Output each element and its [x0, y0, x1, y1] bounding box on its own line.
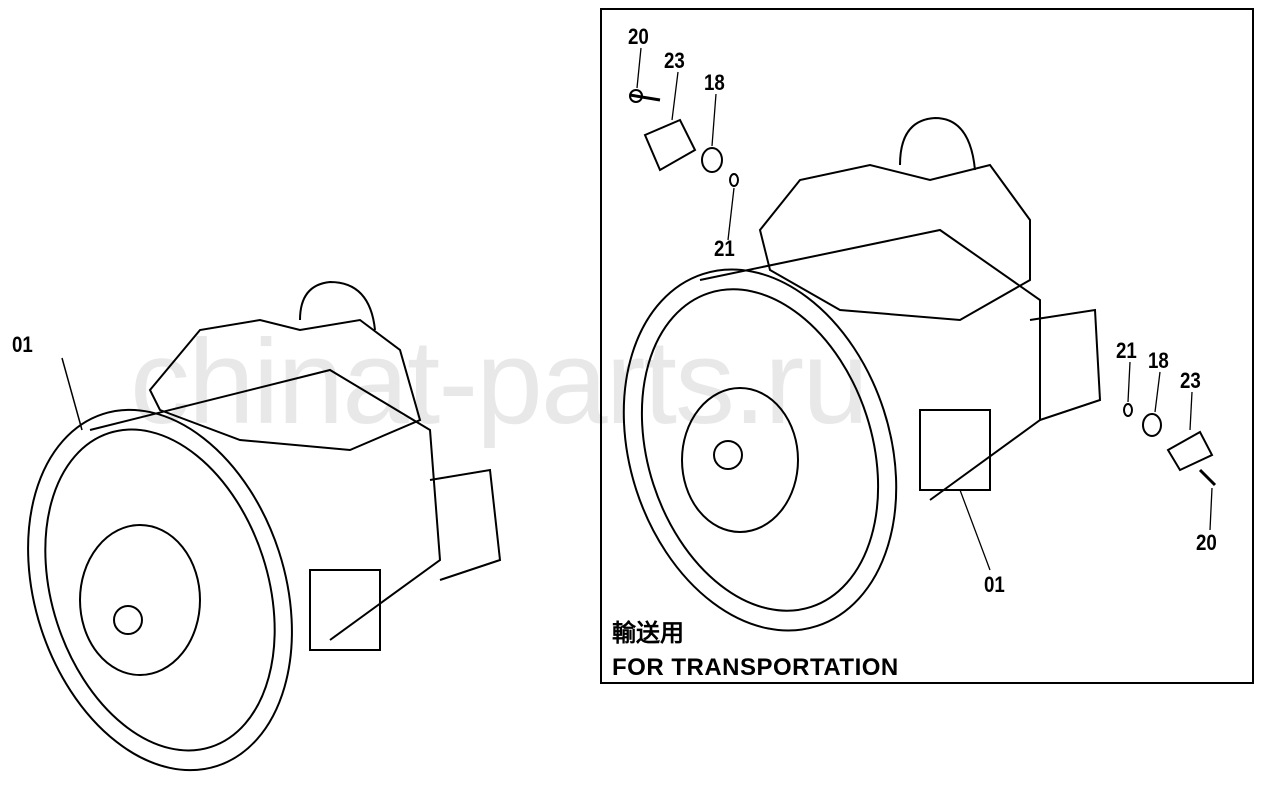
part-label-23-right: 23	[1180, 368, 1201, 393]
part-label-23-top: 23	[664, 48, 685, 73]
part-label-21-top: 21	[714, 236, 735, 261]
part-label-18-right: 18	[1148, 348, 1169, 373]
part-label-20-top: 20	[628, 24, 649, 49]
part-label-21-right: 21	[1116, 338, 1137, 363]
part-label-01-left: 01	[12, 332, 33, 357]
part-label-20-right: 20	[1196, 530, 1217, 555]
caption-english: FOR TRANSPORTATION	[612, 654, 899, 681]
transportation-inset-frame	[600, 8, 1254, 684]
watermark: chinat-parts.ru	[130, 315, 869, 449]
caption-japanese: 輸送用	[612, 620, 684, 647]
left-pump-illustration	[27, 280, 502, 772]
part-label-01-inset: 01	[984, 572, 1005, 597]
right-pump-illustration	[622, 47, 1217, 632]
part-label-18-top: 18	[704, 70, 725, 95]
